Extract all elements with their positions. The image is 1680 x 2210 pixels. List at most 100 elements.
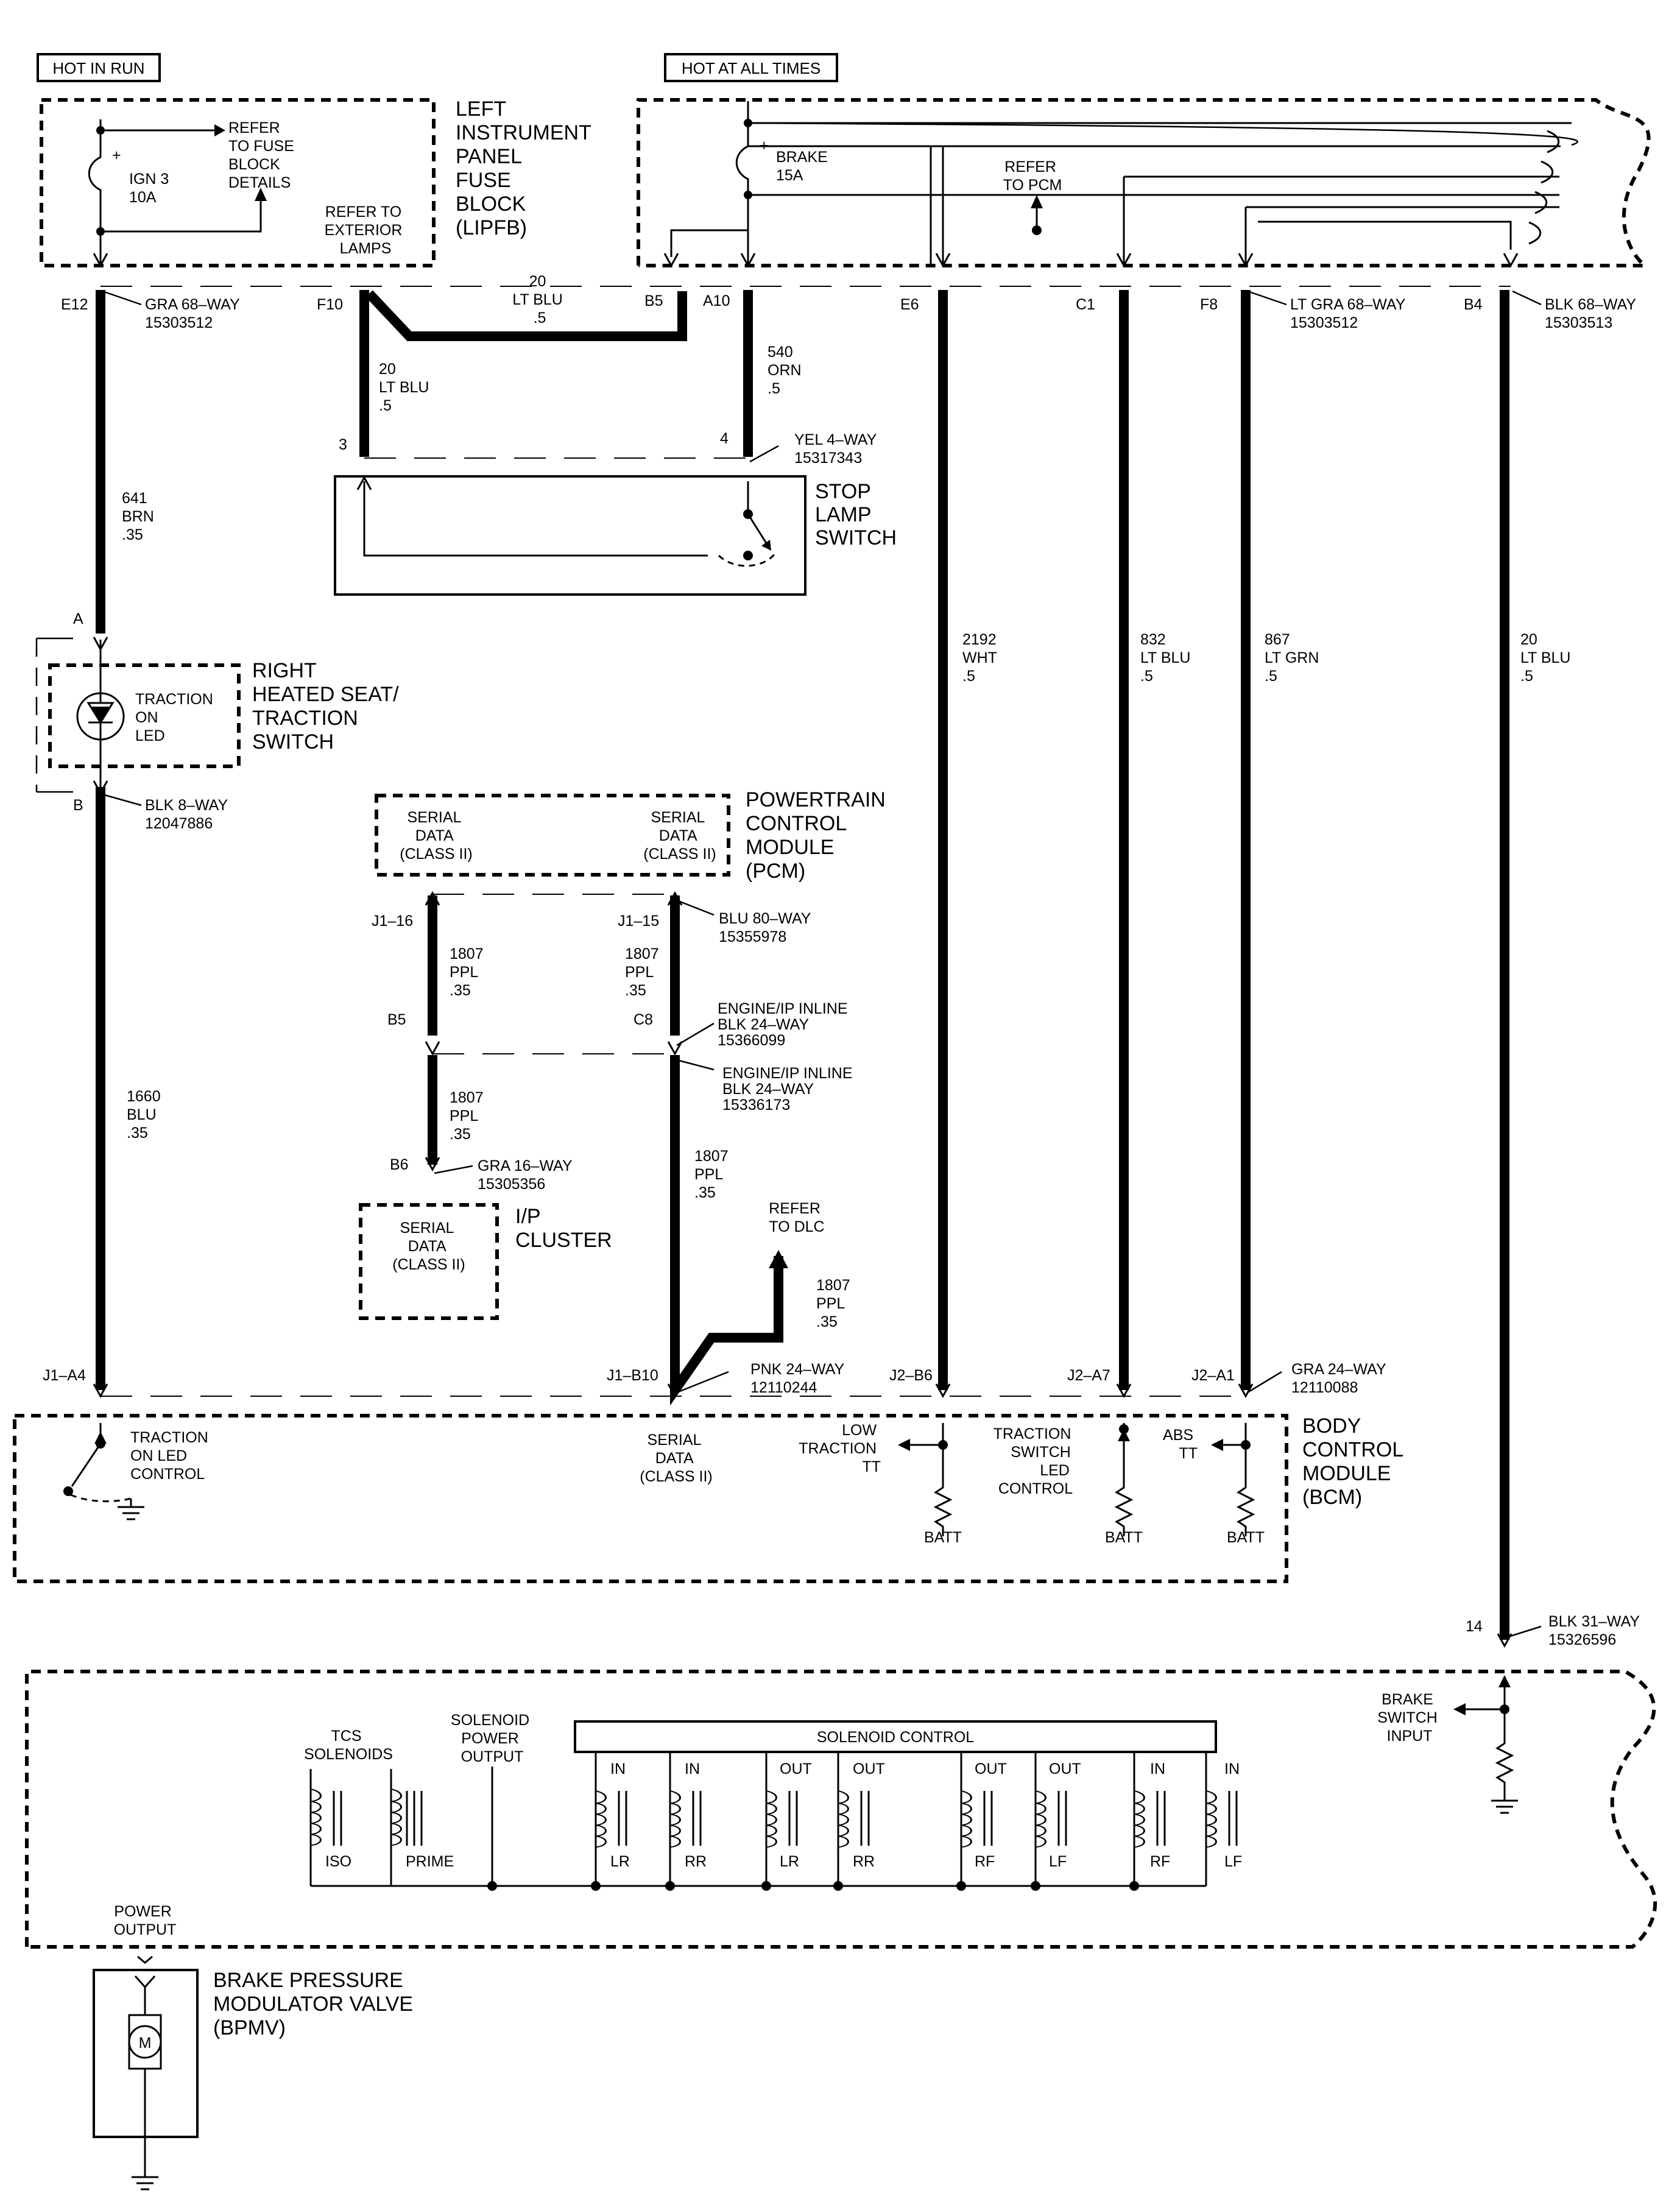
svg-text:OUT: OUT xyxy=(853,1760,885,1778)
stop-lamp-switch-title: STOP LAMP SWITCH xyxy=(815,480,897,549)
svg-text:IN: IN xyxy=(1224,1760,1240,1778)
svg-text:F8: F8 xyxy=(1200,296,1218,313)
svg-text:B6: B6 xyxy=(390,1156,409,1173)
bcm-title: BODY CONTROL MODULE (BCM) xyxy=(1302,1414,1408,1509)
wire-1807-a-label: 1807 PPL .35 xyxy=(450,945,488,999)
lipfb-connector-gra-label: GRA 68–WAY 15303512 xyxy=(145,296,244,331)
wire-1807-b-label: 1807 PPL .35 xyxy=(625,945,663,999)
svg-text:BATT: BATT xyxy=(924,1529,962,1546)
svg-text:3: 3 xyxy=(339,436,347,453)
lipfb-title: LEFT INSTRUMENT PANEL FUSE BLOCK (LIPFB) xyxy=(456,97,597,239)
traction-led-control-label: TRACTION ON LED CONTROL xyxy=(130,1429,213,1483)
svg-text:+: + xyxy=(112,147,121,164)
pcm-connector-label: BLU 80–WAY 15355978 xyxy=(719,910,815,945)
svg-text:PRIME: PRIME xyxy=(406,1853,454,1870)
wire-867-label: 867 LT GRN .5 xyxy=(1265,631,1323,685)
ebcm-module: 14 BLK 31–WAY 15326596 BRAKE SWITCH INPU… xyxy=(25,1613,1657,1949)
refer-to-dlc-text: REFER TO DLC xyxy=(769,1200,825,1235)
wire-20-b4-label: 20 LT BLU .5 xyxy=(1520,631,1575,685)
lipfb-connector-row: E12 F10 B5 A10 E6 C1 F8 B4 GRA 68–WAY 15… xyxy=(61,286,1640,331)
svg-text:J1–A4: J1–A4 xyxy=(43,1367,86,1384)
wire-1807-d-label: 1807 PPL .35 xyxy=(694,1148,733,1201)
svg-text:C1: C1 xyxy=(1076,296,1095,313)
svg-text:BATT: BATT xyxy=(1105,1529,1143,1546)
svg-text:SOLENOID CONTROL: SOLENOID CONTROL xyxy=(817,1729,974,1746)
svg-text:F10: F10 xyxy=(317,296,343,313)
bcm-pnk-connector-label: PNK 24–WAY 12110244 xyxy=(750,1361,849,1396)
traction-switch-title: RIGHT HEATED SEAT/ TRACTION SWITCH xyxy=(252,659,404,754)
pcm-title: POWERTRAIN CONTROL MODULE (PCM) xyxy=(746,788,891,883)
cluster-serial-data: SERIAL DATA (CLASS II) xyxy=(392,1220,465,1273)
traction-switch-connector-label: BLK 8–WAY 12047886 xyxy=(145,797,232,832)
brake-switch-input-label: BRAKE SWITCH INPUT xyxy=(1377,1691,1442,1745)
cluster-connector-label: GRA 16–WAY 15305356 xyxy=(478,1157,576,1193)
svg-text:B: B xyxy=(73,797,83,814)
low-traction-tt-label: LOW TRACTION TT xyxy=(799,1422,881,1475)
svg-text:OUT: OUT xyxy=(1049,1760,1081,1778)
hot-in-run-label: HOT IN RUN xyxy=(37,53,161,82)
wire-832-label: 832 LT BLU .5 xyxy=(1140,631,1195,685)
power-output-label: POWER OUTPUT xyxy=(114,1903,177,1938)
svg-text:B4: B4 xyxy=(1464,296,1483,313)
ebcm-connector-label: BLK 31–WAY 15326596 xyxy=(1548,1613,1644,1648)
svg-text:LR: LR xyxy=(780,1853,799,1870)
svg-text:OUT: OUT xyxy=(975,1760,1007,1778)
stop-lamp-switch: 3 4 YEL 4–WAY 15317343 STOP LAMP SWITCH xyxy=(334,430,897,596)
svg-text:RF: RF xyxy=(1150,1853,1170,1870)
bcm-serial-data: SERIAL DATA (CLASS II) xyxy=(640,1432,712,1485)
svg-text:BATT: BATT xyxy=(1227,1529,1265,1546)
inline-connector-2-label: ENGINE/IP INLINE BLK 24–WAY 15336173 xyxy=(722,1065,856,1114)
tcs-solenoids-label: TCS SOLENOIDS xyxy=(304,1728,393,1763)
svg-text:IN: IN xyxy=(1150,1760,1165,1778)
pcm-serial-data-right: SERIAL DATA (CLASS II) xyxy=(643,809,716,863)
wire-20-top-label: 20 LT BLU .5 xyxy=(512,273,566,327)
svg-text:M: M xyxy=(139,2035,152,2052)
svg-text:J1–B10: J1–B10 xyxy=(607,1367,658,1384)
wire-20-f10-label: 20 LT BLU .5 xyxy=(379,361,433,414)
svg-text:B5: B5 xyxy=(644,292,663,309)
traction-on-led-label: TRACTION ON LED xyxy=(135,691,217,744)
svg-text:LF: LF xyxy=(1049,1853,1067,1870)
engine-ip-inline-connector: B5 C8 ENGINE/IP INLINE BLK 24–WAY 153660… xyxy=(387,1000,856,1193)
svg-text:A: A xyxy=(73,610,83,627)
svg-text:LR: LR xyxy=(610,1853,630,1870)
body-control-module: J1–A4 J1–B10 J2–B6 J2–A7 J2–A1 PNK 24–WA… xyxy=(13,1361,1408,1583)
inline-connector-1-label: ENGINE/IP INLINE BLK 24–WAY 15366099 xyxy=(718,1000,852,1049)
svg-text:+: + xyxy=(760,137,769,154)
brake-pressure-modulator-valve: M BRAKE PRESSURE MODULATOR VALVE (BPMV) xyxy=(93,1955,419,2191)
svg-text:ISO: ISO xyxy=(325,1853,351,1870)
svg-text:J1–16: J1–16 xyxy=(372,913,413,930)
bcm-gra-connector-label: GRA 24–WAY 12110088 xyxy=(1291,1361,1390,1396)
solenoid-power-output-label: SOLENOID POWER OUTPUT xyxy=(451,1712,534,1765)
valve-solenoid-array: IN LR IN RR OUT LR OUT RR OUT RF OUT LF … xyxy=(591,1752,1242,1891)
svg-text:LF: LF xyxy=(1224,1853,1242,1870)
lipfb-fuse-block: LEFT INSTRUMENT PANEL FUSE BLOCK (LIPFB)… xyxy=(40,97,1651,267)
bpmv-title: BRAKE PRESSURE MODULATOR VALVE (BPMV) xyxy=(213,1969,419,2039)
svg-text:J2–A1: J2–A1 xyxy=(1191,1367,1235,1384)
hot-at-all-times-label: HOT AT ALL TIMES xyxy=(664,53,838,82)
svg-text:E6: E6 xyxy=(900,296,919,313)
wire-540-label: 540 ORN .5 xyxy=(768,344,806,397)
svg-text:C8: C8 xyxy=(634,1011,653,1028)
svg-text:B5: B5 xyxy=(387,1011,406,1028)
svg-text:RR: RR xyxy=(853,1853,875,1870)
wire-2192-label: 2192 WHT .5 xyxy=(962,631,1001,685)
wire-1660-label: 1660 BLU .35 xyxy=(127,1088,165,1142)
lipfb-connector-blk-label: BLK 68–WAY 15303513 xyxy=(1545,296,1640,331)
stop-lamp-connector-label: YEL 4–WAY 15317343 xyxy=(794,431,881,467)
svg-text:4: 4 xyxy=(720,430,729,447)
ip-cluster-title: I/P CLUSTER xyxy=(515,1205,612,1252)
ip-cluster: SERIAL DATA (CLASS II) I/P CLUSTER xyxy=(359,1203,612,1320)
refer-exterior-lamps-text: REFER TO EXTERIOR LAMPS xyxy=(325,203,407,257)
svg-text:OUT: OUT xyxy=(780,1760,812,1778)
powertrain-control-module: SERIAL DATA (CLASS II) SERIAL DATA (CLAS… xyxy=(372,788,891,945)
wire-1807-dlc-label: 1807 PPL .35 xyxy=(816,1277,855,1330)
ign3-fuse-label: IGN 3 10A xyxy=(129,171,173,206)
svg-text:RF: RF xyxy=(975,1853,995,1870)
pcm-serial-data-left: SERIAL DATA (CLASS II) xyxy=(400,809,472,863)
svg-text:HOT IN RUN: HOT IN RUN xyxy=(52,59,144,77)
harness-wires xyxy=(96,290,1509,1640)
wire-1807-c-label: 1807 PPL .35 xyxy=(450,1089,488,1143)
wire-labels: 641 BRN .35 20 LT BLU .5 20 LT BLU .5 54… xyxy=(122,273,1575,1330)
